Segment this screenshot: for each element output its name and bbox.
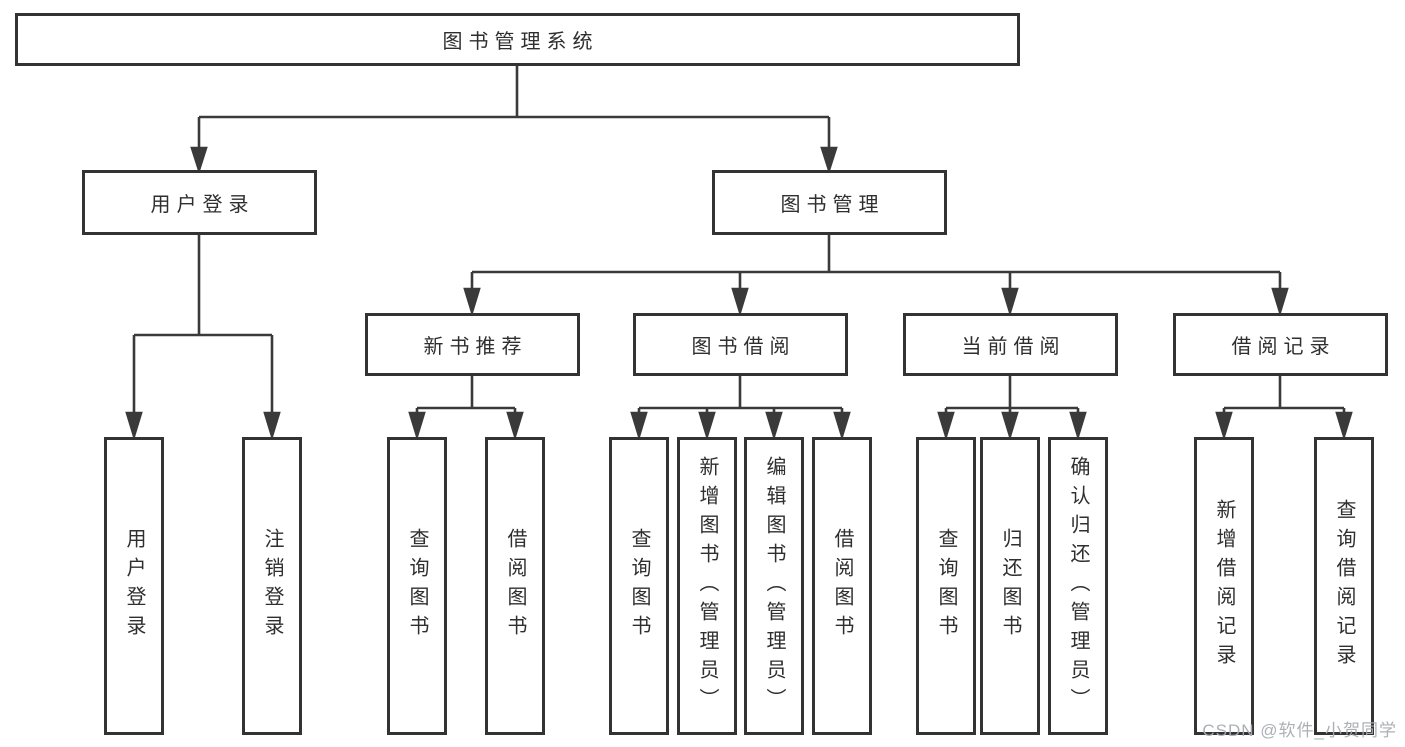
- node-borrowing-records-label: 借阅记录: [1231, 336, 1336, 358]
- arrowhead-icon: [1335, 411, 1353, 441]
- arrowhead-icon: [125, 411, 143, 441]
- node-user-login: 用户登录: [82, 170, 317, 235]
- connector-user-login-to-leaves: [125, 235, 281, 441]
- leaf-edit-book-admin-label: 编辑图书（管理员）: [763, 455, 785, 717]
- leaf-borrow-books-borrowing-label: 借阅图书: [831, 528, 853, 644]
- leaf-query-books-current-label: 查询图书: [935, 528, 957, 644]
- arrowhead-icon: [765, 411, 783, 441]
- leaf-query-books-current: 查询图书: [916, 437, 976, 735]
- node-book-borrowing-label: 图书借阅: [691, 336, 796, 358]
- arrowhead-icon: [1001, 411, 1019, 441]
- arrowhead-icon: [833, 411, 851, 441]
- leaf-add-borrow-record-label: 新增借阅记录: [1213, 499, 1235, 673]
- arrowhead-icon: [463, 287, 481, 317]
- leaf-borrow-books-recommend: 借阅图书: [485, 437, 545, 735]
- arrowhead-icon: [820, 146, 838, 175]
- arrowhead-icon: [1271, 287, 1289, 317]
- leaf-query-books-recommend-label: 查询图书: [406, 528, 428, 644]
- leaf-query-books-recommend: 查询图书: [387, 437, 447, 735]
- arrowhead-icon: [1001, 287, 1019, 317]
- node-borrowing-records: 借阅记录: [1173, 313, 1388, 376]
- leaf-user-login: 用户登录: [104, 437, 164, 735]
- leaf-query-books-borrowing-label: 查询图书: [628, 528, 650, 644]
- arrowhead-icon: [1215, 411, 1233, 441]
- connector-current-borrowing-to-leaves: [937, 376, 1087, 441]
- leaf-return-books-label: 归还图书: [999, 528, 1021, 644]
- arrowhead-icon: [1069, 411, 1087, 441]
- connector-root-to-level2: [190, 66, 838, 175]
- leaf-return-books: 归还图书: [980, 437, 1040, 735]
- leaf-query-borrow-record-label: 查询借阅记录: [1333, 499, 1355, 673]
- node-current-borrowing-label: 当前借阅: [961, 336, 1066, 358]
- leaf-confirm-return-admin: 确认归还（管理员）: [1048, 437, 1108, 735]
- leaf-add-book-admin: 新增图书（管理员）: [677, 437, 737, 735]
- node-library-system: 图书管理系统: [15, 13, 1020, 66]
- arrowhead-icon: [698, 411, 716, 441]
- leaf-logout-label: 注销登录: [261, 528, 283, 644]
- leaf-add-book-admin-label: 新增图书（管理员）: [696, 455, 718, 717]
- leaf-edit-book-admin: 编辑图书（管理员）: [744, 437, 804, 735]
- node-book-management: 图书管理: [712, 170, 947, 235]
- node-book-borrowing: 图书借阅: [633, 313, 848, 376]
- arrowhead-icon: [190, 146, 208, 175]
- arrowhead-icon: [731, 287, 749, 317]
- leaf-logout: 注销登录: [242, 437, 302, 735]
- csdn-watermark: CSDN @软件_小贺同学: [1202, 721, 1397, 740]
- connector-book-management-to-level3: [463, 235, 1289, 317]
- arrowhead-icon: [630, 411, 648, 441]
- node-book-management-label: 图书管理: [780, 194, 885, 216]
- leaf-borrow-books-borrowing: 借阅图书: [812, 437, 872, 735]
- leaf-add-borrow-record: 新增借阅记录: [1194, 437, 1254, 735]
- node-library-system-label: 图书管理系统: [442, 31, 599, 53]
- node-current-borrowing: 当前借阅: [903, 313, 1118, 376]
- leaf-query-borrow-record: 查询借阅记录: [1314, 437, 1374, 735]
- leaf-confirm-return-admin-label: 确认归还（管理员）: [1067, 455, 1089, 717]
- leaf-query-books-borrowing: 查询图书: [609, 437, 669, 735]
- arrowhead-icon: [506, 411, 524, 441]
- leaf-user-login-label: 用户登录: [123, 528, 145, 644]
- arrowhead-icon: [263, 411, 281, 441]
- connector-new-book-recommendation-to-leaves: [408, 376, 524, 441]
- connector-borrowing-records-to-leaves: [1215, 376, 1353, 441]
- arrowhead-icon: [408, 411, 426, 441]
- arrowhead-icon: [937, 411, 955, 441]
- node-new-book-recommendation: 新书推荐: [365, 313, 580, 376]
- node-new-book-recommendation-label: 新书推荐: [423, 336, 528, 358]
- node-user-login-label: 用户登录: [150, 194, 255, 216]
- connector-book-borrowing-to-leaves: [630, 376, 851, 441]
- leaf-borrow-books-recommend-label: 借阅图书: [504, 528, 526, 644]
